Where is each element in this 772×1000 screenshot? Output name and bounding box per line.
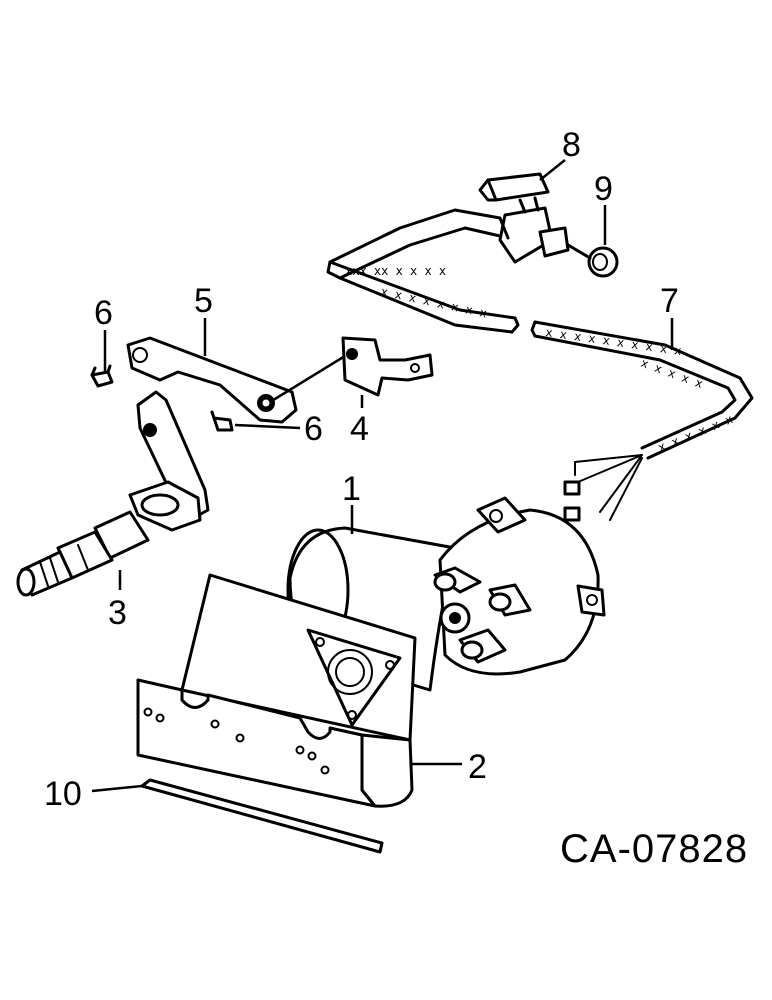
part-5-link-bar [126, 336, 298, 424]
callout-leaders [91, 159, 674, 793]
callout-4: 4 [350, 410, 369, 448]
reference-code: CA-07828 [560, 827, 748, 871]
callout-6-upper: 6 [94, 294, 113, 332]
part-2-mounting-bracket [136, 573, 417, 808]
callout-5: 5 [194, 282, 213, 320]
part-6-clip-upper [90, 364, 114, 388]
crank-arm [136, 390, 210, 522]
svg-text:xxx xx x x x x: xxx xx x x x x [345, 264, 446, 278]
callout-7: 7 [660, 282, 679, 320]
svg-text:x x x x x x x x x x: x x x x x x x x x x [545, 325, 683, 358]
part-10-strip [140, 778, 384, 854]
callout-labels: 1 2 3 4 5 6 6 7 8 9 10 [44, 126, 679, 813]
svg-text:x x x x x x: x x x x x x [656, 412, 735, 455]
callout-9: 9 [594, 170, 613, 208]
part-6-clip-lower [210, 410, 234, 432]
callout-2: 2 [468, 748, 487, 786]
callout-10: 10 [44, 775, 82, 813]
callout-6-lower: 6 [304, 410, 323, 448]
part-3-drive-shaft [16, 480, 202, 597]
callout-3: 3 [108, 594, 127, 632]
callout-8: 8 [562, 126, 581, 164]
part-9-knob [538, 226, 619, 278]
part-8-switch-housing [478, 172, 554, 264]
part-4-clamp [341, 336, 434, 397]
svg-text:x x x x x: x x x x x [639, 356, 705, 391]
callout-1: 1 [342, 470, 361, 508]
